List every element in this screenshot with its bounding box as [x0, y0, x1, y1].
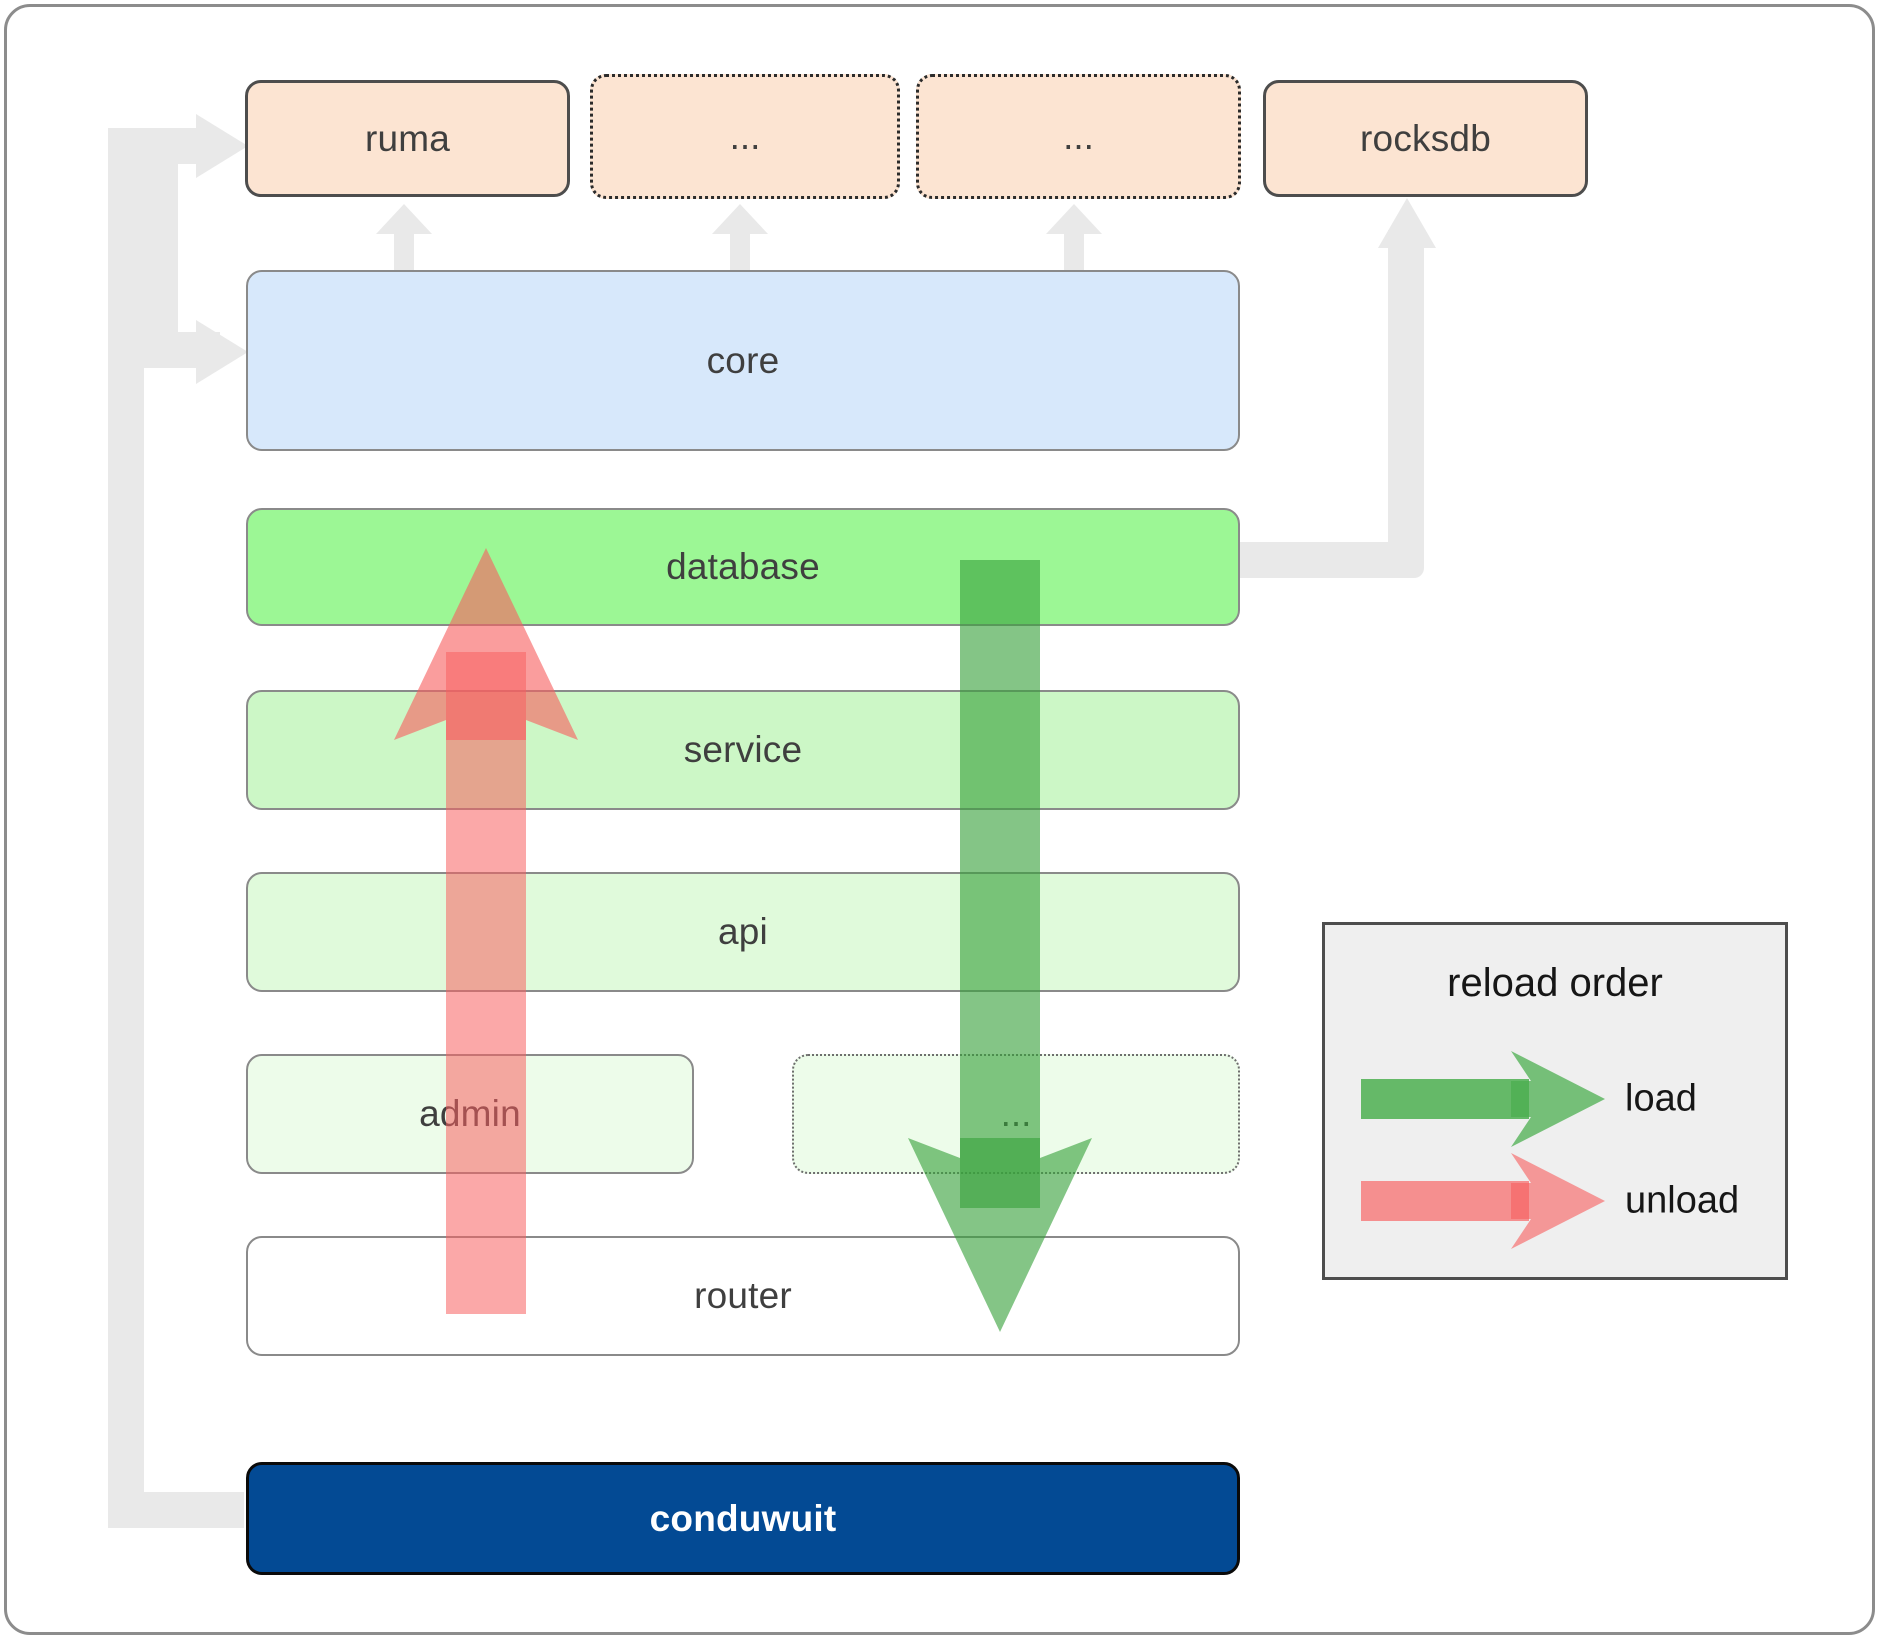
- connector-left-trunk: [108, 128, 144, 1528]
- load-flow-arrow: [908, 560, 1092, 1332]
- legend-load-label: load: [1625, 1077, 1697, 1120]
- connector-branch-ruma-arrowhead: [196, 114, 248, 178]
- connector-database-to-rocksdb-vertical: [1388, 230, 1424, 578]
- connector-core-to-ruma-arrow: [376, 204, 432, 274]
- node-rocksdb[interactable]: rocksdb: [1263, 80, 1588, 197]
- node-router[interactable]: router: [246, 1236, 1240, 1356]
- legend-load-arrow-icon: [1361, 1051, 1605, 1147]
- unload-flow-arrow: [394, 548, 578, 1314]
- connector-left-bottom-leg: [108, 1492, 244, 1528]
- node-top-ellipsis-1[interactable]: ...: [590, 74, 900, 199]
- legend-unload-arrow-icon: [1361, 1153, 1605, 1249]
- connector-database-to-rocksdb-horizontal: [1240, 542, 1410, 578]
- node-core[interactable]: core: [246, 270, 1240, 451]
- node-conduwuit[interactable]: conduwuit: [246, 1462, 1240, 1575]
- legend-row-unload: unload: [1325, 1153, 1785, 1249]
- connector-core-to-ellipsis2-arrow: [1046, 204, 1102, 274]
- connector-branch-core-arrowhead: [196, 320, 248, 384]
- node-api[interactable]: api: [246, 872, 1240, 992]
- legend-row-load: load: [1325, 1051, 1785, 1147]
- legend-title: reload order: [1447, 961, 1663, 1005]
- node-top-ellipsis-2[interactable]: ...: [916, 74, 1241, 199]
- node-database[interactable]: database: [246, 508, 1240, 626]
- legend-panel: reload order load unload: [1322, 922, 1788, 1280]
- connector-branch-jog: [142, 160, 178, 350]
- connector-database-to-rocksdb-arrowhead: [1378, 198, 1436, 248]
- connector-core-to-ellipsis1-arrow: [712, 204, 768, 274]
- legend-unload-label: unload: [1625, 1179, 1740, 1222]
- node-ruma[interactable]: ruma: [245, 80, 570, 197]
